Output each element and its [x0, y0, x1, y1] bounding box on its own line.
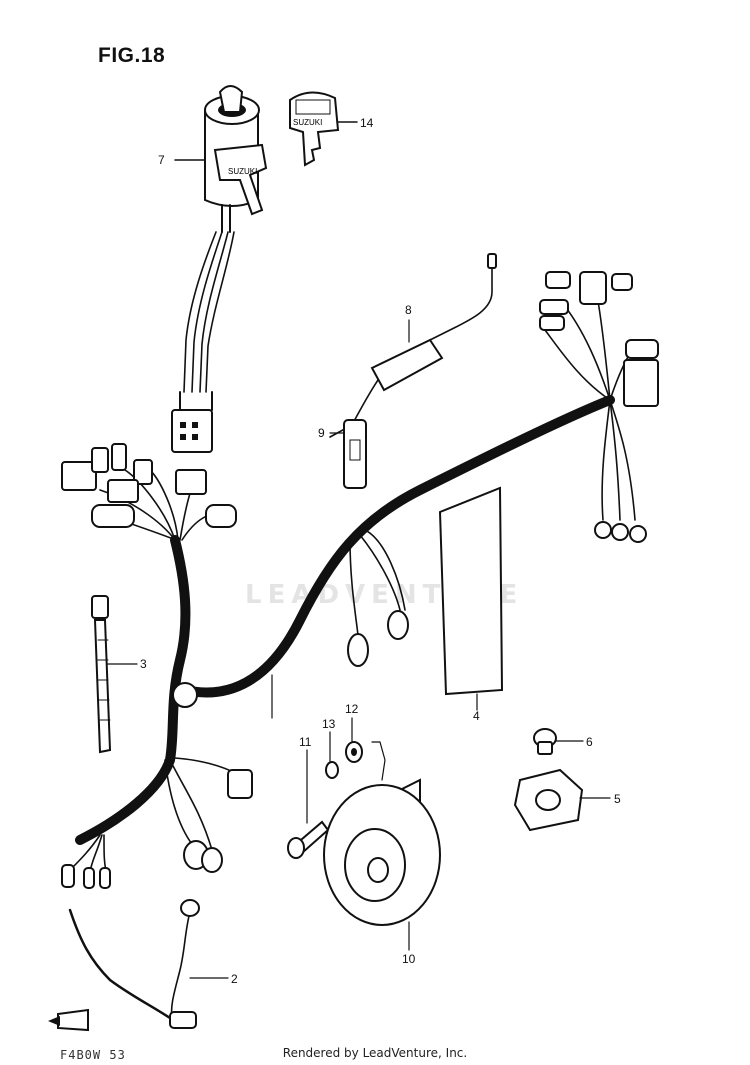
footer-credit: Rendered by LeadVenture, Inc.	[282, 1046, 468, 1060]
callout-5: 5	[614, 792, 621, 806]
callout-8: 8	[405, 303, 412, 317]
ignition-wires	[183, 231, 235, 393]
ignition-switch: SUZUKI	[204, 85, 268, 233]
callout-11: 11	[299, 735, 312, 749]
bulb	[533, 728, 557, 755]
lock-washer	[325, 761, 339, 779]
svg-text:SUZUKI: SUZUKI	[228, 167, 257, 176]
lower-branches	[61, 757, 253, 889]
callout-2: 2	[231, 972, 238, 986]
ignition-connector	[171, 391, 213, 453]
svg-text:SUZUKI: SUZUKI	[293, 118, 322, 127]
callout-12: 12	[345, 702, 359, 716]
callout-14: 14	[360, 116, 374, 130]
washer	[345, 741, 363, 763]
figure-title: FIG.18	[98, 44, 166, 67]
pad	[438, 486, 504, 696]
fuse-holder	[329, 253, 497, 489]
callout-9: 9	[318, 426, 325, 440]
callout-3: 3	[140, 657, 147, 671]
bolt	[287, 820, 330, 859]
leader-lines	[106, 121, 611, 979]
callout-10: 10	[402, 952, 416, 966]
flasher-relay	[513, 768, 584, 832]
callout-4: 4	[473, 709, 480, 723]
drawing-code: F4B0W 53	[60, 1048, 126, 1062]
key: SUZUKI	[289, 91, 340, 167]
cable-tie	[91, 595, 112, 754]
horn	[323, 741, 441, 926]
callout-6: 6	[586, 735, 593, 749]
callout-13: 13	[322, 717, 336, 731]
callout-7: 7	[158, 153, 165, 167]
sub-harness	[48, 899, 200, 1032]
main-harness	[75, 395, 615, 845]
left-connector-cluster	[61, 443, 237, 541]
right-connector-cluster	[539, 271, 659, 543]
middle-branch	[347, 529, 409, 667]
